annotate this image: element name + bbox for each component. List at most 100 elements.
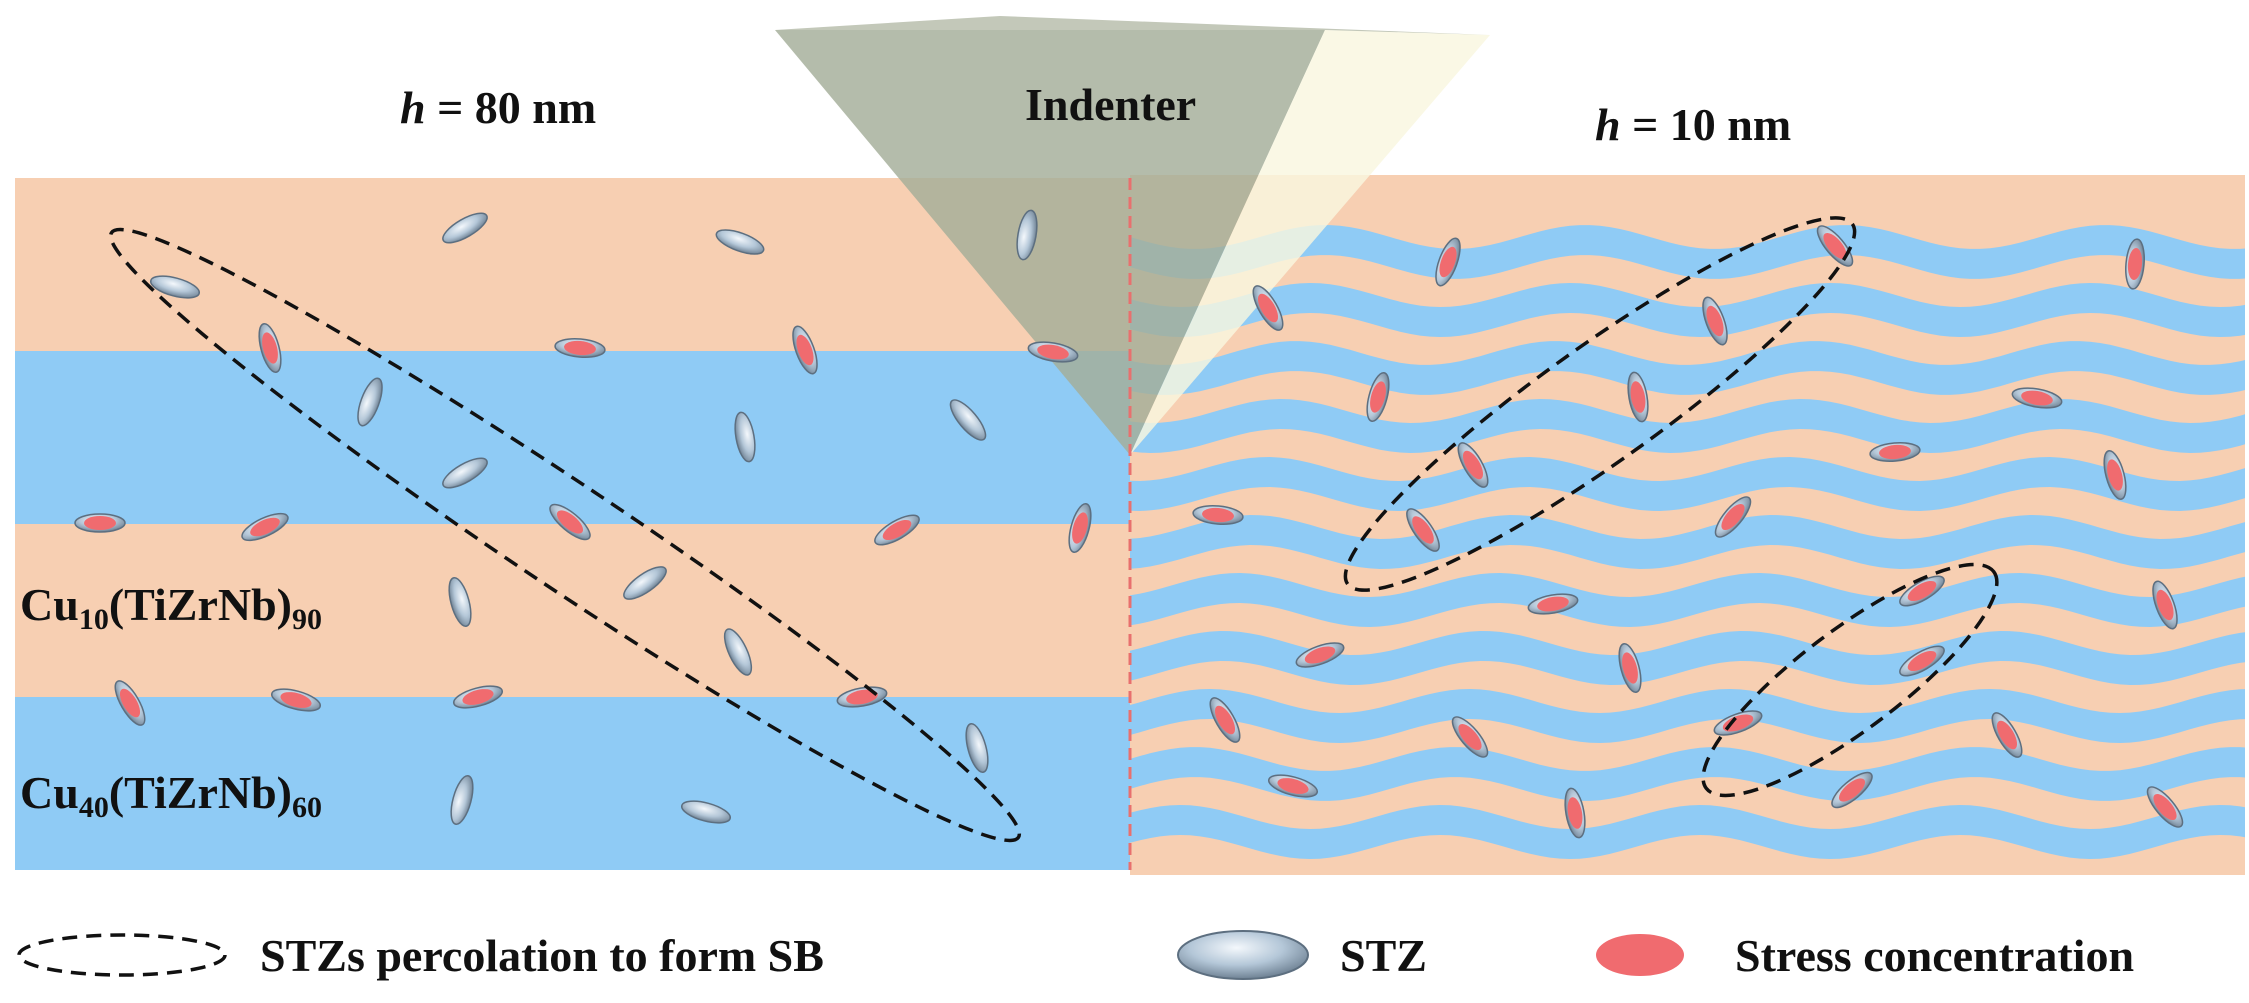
stz-with-stress-concentration: [74, 513, 126, 533]
stz-with-stress-concentration: [549, 503, 591, 541]
stress-concentration: [1722, 714, 1754, 732]
stress-concentration: [2156, 589, 2174, 621]
stress-concentration: [1907, 650, 1937, 672]
stress-concentration: [1706, 305, 1724, 337]
stress-concentration: [84, 516, 116, 530]
legend-stz-label: STZ: [1340, 930, 1427, 981]
cu10-layer: [15, 524, 1130, 697]
stz: [965, 722, 989, 774]
stz: [1016, 209, 1038, 261]
stress-concentration: [462, 689, 494, 705]
stz: [149, 275, 201, 299]
stz-with-stress-concentration: [1068, 502, 1092, 554]
stz-with-stress-concentration: [1869, 442, 1921, 462]
stress-concentration: [1412, 516, 1434, 544]
stz-with-stress-concentration: [1627, 371, 1649, 423]
stz: [357, 377, 383, 427]
cu40-thin-layer: [1130, 457, 2245, 511]
stz-with-stress-concentration: [1618, 642, 1642, 694]
cu40-thin-layer: [1130, 225, 2245, 279]
stress-concentration: [280, 692, 312, 708]
stz-field: [74, 209, 2184, 839]
right-laminate: [1130, 175, 2245, 875]
stz-with-stress-concentration: [1816, 225, 1854, 267]
stz-with-stress-concentration: [1457, 442, 1489, 488]
stress-concentration: [2107, 459, 2123, 491]
stz-with-stress-concentration: [1435, 237, 1461, 287]
stress-concentration: [1823, 232, 1847, 260]
stz: [442, 457, 488, 489]
cu40-layer: [15, 351, 1130, 524]
stress-concentration: [1257, 293, 1279, 323]
stress-concentration: [1304, 646, 1336, 664]
stress-concentration: [2021, 390, 2053, 406]
layer-label-cu40: Cu40(TiZrNb)60: [20, 767, 322, 824]
cu40-thin-layer: [1130, 515, 2245, 569]
indenter-face-left: [775, 30, 1325, 455]
percolation-band-right-upper: [1343, 216, 1857, 592]
stz-with-stress-concentration: [1451, 716, 1489, 758]
stz-with-stress-concentration: [2011, 387, 2063, 409]
legend: STZs percolation to form SB STZ Stress c…: [17, 930, 2134, 981]
stz: [623, 566, 667, 600]
stz-with-stress-concentration: [1209, 697, 1241, 743]
cu40-thin-layer: [1130, 805, 2245, 859]
stress-concentration: [796, 334, 814, 366]
stress-concentration: [1370, 381, 1386, 413]
right-thickness-label: h = 10 nm: [1595, 99, 1791, 150]
stress-concentration: [1879, 444, 1911, 460]
stz-with-stress-concentration: [2103, 449, 2127, 501]
stress-concentration: [1537, 596, 1569, 612]
stz: [442, 212, 488, 244]
dashed-ellipse-icon: [17, 933, 227, 977]
cu40-thin-layer: [1130, 573, 2245, 627]
cu40-layer: [15, 697, 1130, 870]
stz-with-stress-concentration: [1027, 341, 1079, 363]
stz-with-stress-concentration: [2125, 238, 2145, 290]
stz-with-stress-concentration: [1702, 296, 1728, 346]
stz-with-stress-concentration: [2146, 786, 2184, 828]
stress-concentration: [2153, 793, 2177, 821]
layer-label-cu10: Cu10(TiZrNb)90: [20, 579, 322, 636]
stress-concentration: [1037, 344, 1069, 360]
stz-with-stress-concentration: [1406, 508, 1440, 552]
stz-with-stress-concentration: [2152, 580, 2178, 630]
stress-concentration: [1622, 652, 1638, 684]
cu40-thin-layer: [1130, 689, 2245, 743]
stress-dot-icon: [1596, 934, 1684, 976]
percolation-bands: [108, 216, 1999, 843]
stz-with-stress-concentration: [270, 688, 322, 712]
stz-with-stress-concentration: [1252, 285, 1284, 331]
stress-concentration: [1567, 797, 1583, 829]
stz-with-stress-concentration: [1295, 642, 1345, 668]
stress-concentration: [1838, 778, 1866, 802]
cu40-thin-layer: [1130, 747, 2245, 801]
indenter: [775, 16, 1490, 455]
stress-concentration: [119, 688, 141, 718]
stress-concentration: [1458, 723, 1482, 751]
cu40-thin-layer: [1130, 631, 2245, 685]
cu40-thin-layer: [1130, 399, 2245, 453]
stress-concentration: [1439, 246, 1457, 278]
legend-percolation-label: STZs percolation to form SB: [260, 930, 824, 981]
legend-stress-label: Stress concentration: [1735, 930, 2134, 981]
stz-with-stress-concentration: [1564, 787, 1586, 839]
stz-with-stress-concentration: [1991, 712, 2023, 758]
stress-concentration: [2127, 248, 2143, 280]
stress-concentration: [1630, 381, 1646, 413]
stz-with-stress-concentration: [874, 514, 920, 546]
stress-concentration: [1907, 580, 1937, 602]
stress-concentration: [1214, 705, 1236, 735]
cu40-thin-layer: [1130, 283, 2245, 337]
stress-concentration: [1202, 507, 1234, 523]
stress-concentration: [1996, 720, 2018, 750]
stz-with-stress-concentration: [452, 685, 504, 709]
stz: [715, 229, 765, 255]
stz-with-stress-concentration: [241, 512, 289, 542]
indenter-top-face: [775, 16, 1490, 35]
indenter-face-right: [1130, 30, 1490, 455]
stz-with-stress-concentration: [1366, 371, 1390, 423]
stress-concentration: [564, 340, 596, 356]
stz-with-stress-concentration: [1192, 505, 1244, 525]
stress-concentration: [262, 332, 278, 364]
